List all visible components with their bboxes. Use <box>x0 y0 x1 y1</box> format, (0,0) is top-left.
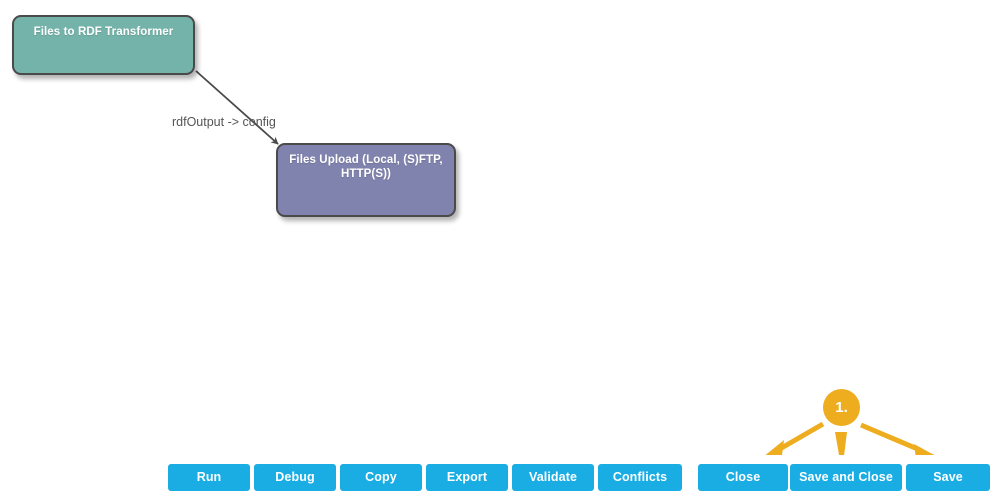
run-button[interactable]: Run <box>168 464 250 491</box>
node-label: Files Upload (Local, (S)FTP, HTTP(S)) <box>289 154 443 180</box>
annotation-marker-label: 1. <box>835 399 848 416</box>
node-files-to-rdf-transformer[interactable]: Files to RDF Transformer <box>12 15 195 75</box>
save-and-close-button[interactable]: Save and Close <box>790 464 902 491</box>
copy-button[interactable]: Copy <box>340 464 422 491</box>
conflicts-button[interactable]: Conflicts <box>598 464 682 491</box>
validate-button[interactable]: Validate <box>512 464 594 491</box>
node-label: Files to RDF Transformer <box>33 26 174 38</box>
bottom-toolbar: Run Debug Copy Export Validate Conflicts… <box>0 455 1002 504</box>
debug-button[interactable]: Debug <box>254 464 336 491</box>
export-button[interactable]: Export <box>426 464 508 491</box>
edge-transformer-to-upload <box>195 70 279 145</box>
save-button[interactable]: Save <box>906 464 990 491</box>
annotation-marker-1: 1. <box>823 389 860 426</box>
node-files-upload[interactable]: Files Upload (Local, (S)FTP, HTTP(S)) <box>276 143 456 217</box>
workflow-canvas[interactable]: Files to RDF Transformer Files Upload (L… <box>0 0 1002 455</box>
close-button[interactable]: Close <box>698 464 788 491</box>
edge-label-rdfoutput-config: rdfOutput -> config <box>172 115 276 129</box>
